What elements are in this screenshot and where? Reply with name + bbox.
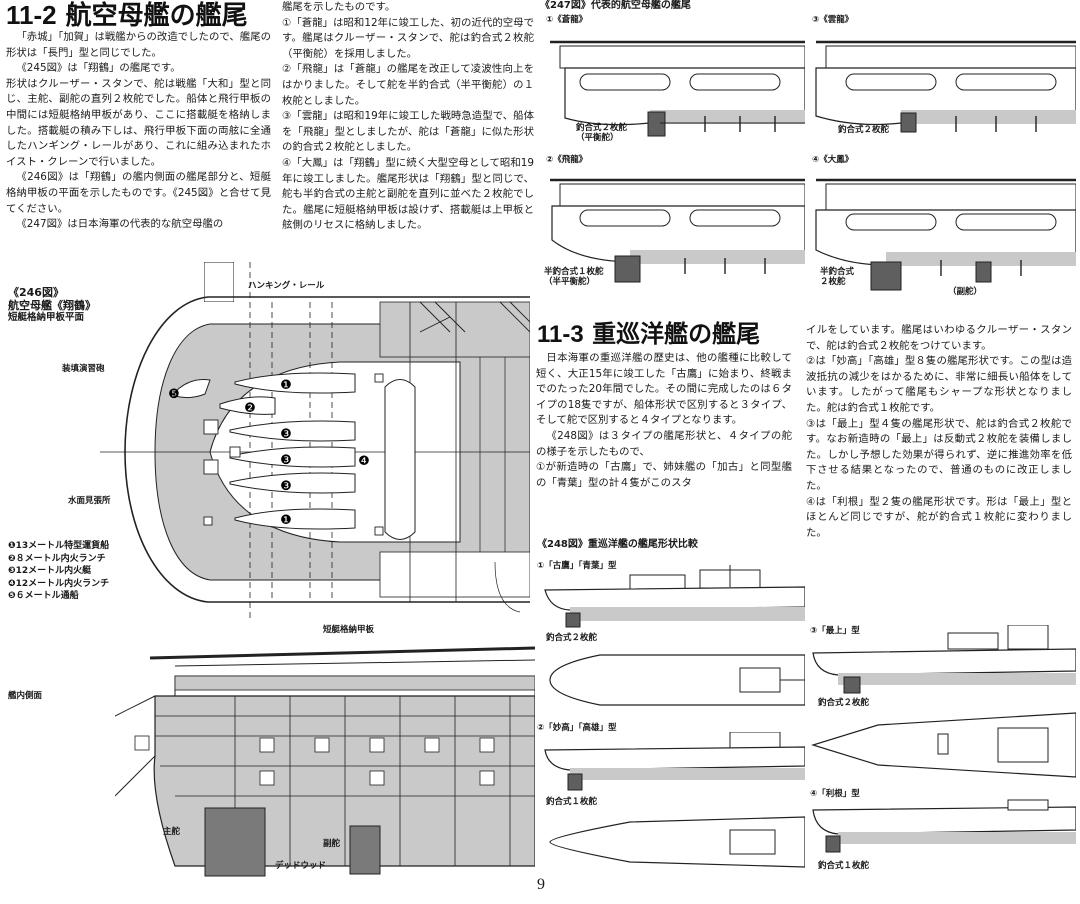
fig248-cruiser-furutaka-plan [549, 654, 805, 706]
boat-mark: ❶ [280, 378, 292, 393]
fig248-cruiser-myoko-plan [549, 816, 805, 868]
fig248-rudder-4: 釣合式１枚舵 [818, 861, 870, 871]
middle-body: 艦尾を示したものです。 ①「蒼龍」は昭和12年に竣工した、初の近代的空母です。艦… [282, 0, 534, 234]
boat-mark: ❺ [168, 387, 180, 402]
fig248-cruiser-myoko-side [544, 732, 805, 791]
fig247-rudder-1: 釣合式２枚舵 （平衡舵） [576, 123, 628, 144]
section-number: 11-2 [6, 0, 57, 30]
fig248-title: 《248図》重巡洋艦の艦尾形状比較 [537, 539, 698, 550]
section-heading: 重巡洋艦の艦尾 [592, 320, 761, 348]
paragraph: 日本海軍の重巡洋艦の歴史は、他の艦種に比較して短く、大正15年に竣工した「古鷹」… [536, 352, 792, 427]
rudder-type: 釣合式２枚舵 [576, 123, 628, 133]
paragraph: 形状はクルーザー・スタンで、舵は戦艦「大和」型と同じ、主舵、副舵の直列２枚舵でし… [6, 77, 271, 168]
fig248-cruiser-furutaka-side [544, 565, 805, 628]
legend-item: ❷８メートル内火ランチ [8, 553, 106, 564]
paragraph: ③は「最上」型４隻の艦尾形状で、舵は釣合式２枚舵です。なお新造時の「最上」は反動… [806, 417, 1072, 492]
fig248-rudder-3: 釣合式２枚舵 [818, 698, 870, 708]
fig248-cruiser-mogami-plan [810, 712, 1076, 778]
fig248-rudder-2: 釣合式１枚舵 [546, 797, 598, 807]
fig248-label-1: ①「古鷹」「青葉」型 [537, 561, 617, 571]
right-body-col2: イルをしています。艦尾はいわゆるクルーザー・スタンで、舵は釣合式２枚舵をつけてい… [806, 323, 1072, 541]
paragraph: 《245図》は「翔鶴」の艦尾です。 [16, 62, 181, 75]
section-heading: 航空母艦の艦尾 [65, 1, 248, 31]
fig247-rudder-4: 半釣合式 ２枚舵 [820, 267, 855, 288]
page-number: 9 [537, 876, 545, 893]
fig246-title: 航空母艦《翔鶴》 [8, 299, 96, 313]
fig248-cruiser-tone-side [812, 799, 1076, 853]
rudder-type-alt: （平衡舵） [576, 132, 619, 143]
fig247-rudder-3: 釣合式２枚舵 [838, 125, 890, 135]
legend-item: ❸12メートル内火艇 [8, 566, 92, 576]
label-water-lookout: 水面見張所 [68, 496, 111, 506]
boat-mark: ❹ [358, 454, 370, 469]
label-boat-deck: 短艇格納甲板 [323, 625, 375, 635]
rudder-type-alt: ２枚舵 [820, 276, 846, 287]
fig248-cruiser-mogami-side [812, 625, 1076, 694]
paragraph: 《247図》は日本海軍の代表的な航空母艦の [16, 218, 224, 231]
fig247-label-3: ③《雲龍》 [812, 15, 854, 25]
section-number: 11-3 [537, 321, 584, 348]
rudder-type: 半釣合式 [820, 267, 855, 277]
boat-mark: ❸ [280, 427, 292, 442]
section-title-11-2: 11-2 航空母艦の艦尾 [6, 2, 248, 29]
rudder-type-alt: （半平衡舵） [544, 276, 596, 287]
boat-mark: ❶ [280, 513, 292, 528]
rudder-type: 半釣合式１枚舵 [544, 267, 604, 277]
paragraph: ③「雲龍」は昭和19年に竣工した戦時急造型で、船体を「飛龍」型としましたが、舵は… [282, 110, 534, 154]
fig247-label-2: ②《飛龍》 [546, 155, 588, 165]
fig247-carrier-taiho [815, 178, 1076, 291]
fig247-label-4: ④《大鳳》 [812, 155, 854, 165]
legend-item: ❹12メートル内火ランチ [8, 578, 110, 589]
paragraph: ①「蒼龍」は昭和12年に竣工した、初の近代的空母です。艦尾はクルーザー・スタンで… [282, 16, 534, 60]
label-deadwood: デッドウッド [275, 861, 327, 871]
section-title-11-3: 11-3 重巡洋艦の艦尾 [537, 322, 760, 347]
fig246-side-view [115, 646, 535, 877]
paragraph: ④「大鳳」は「翔鶴」型に続く大型空母として昭和19年に竣工しました。艦尾形状は「… [282, 156, 534, 232]
fig248-label-4: ④「利根」型 [810, 789, 860, 799]
fig247-rudder-4-sub: （副舵） [948, 287, 983, 297]
label-hanging-rail: ハンキング・レール [248, 281, 325, 291]
fig247-carrier-unryu [815, 40, 1076, 133]
paragraph: ①が新造時の「古鷹」で、姉妹艦の「加古」と同型艦の「青葉」型の計４隻がこのスタ [536, 461, 792, 489]
legend-item: ❺６メートル通船 [8, 591, 79, 601]
fig247-title: 《247図》代表的航空母艦の艦尾 [540, 0, 691, 11]
fig247-label-1: ①《蒼龍》 [546, 15, 588, 25]
fig248-label-2: ②「妙高」「高雄」型 [537, 723, 617, 733]
label-main-rudder: 主舵 [163, 827, 181, 837]
paragraph: ④は「利根」型２隻の艦尾形状です。形は「最上」型とほとんど同じですが、舵が釣合式… [806, 495, 1072, 539]
fig246-number: 《246図》 [8, 286, 64, 299]
fig246-legend: ❶13メートル特型運貨船 ❷８メートル内火ランチ ❸12メートル内火艇 ❹12メ… [8, 540, 109, 603]
fig246-deck-plan: ❶ ❷ ❸ ❸ ❸ ❶ ❹ ❺ [100, 262, 530, 622]
label-loading-gun: 装填演習砲 [62, 364, 105, 374]
paragraph: ②「飛龍」は「蒼龍」の艦尾を改正して凌波性向上をはかりました。そして舵を半釣合式… [282, 63, 534, 107]
paragraph: 「赤城」「加賀」は戦艦からの改造でしたので、艦尾の形状は「長門」型と同じでした。 [6, 31, 271, 59]
boat-mark: ❸ [280, 479, 292, 494]
paragraph: 《248図》は３タイプの艦尾形状と、４タイプの舵の様子を示したもので、 [536, 429, 792, 458]
fig247-carrier-soryu [550, 40, 805, 137]
left-body: 「赤城」「加賀」は戦艦からの改造でしたので、艦尾の形状は「長門」型と同じでした。… [6, 30, 271, 233]
paragraph: 《246図》は「翔鶴」の艦内側面の艦尾部分と、短艇格納甲板の平面を示したものです… [6, 171, 271, 215]
legend-item: ❶13メートル特型運貨船 [8, 541, 110, 551]
fig248-rudder-1: 釣合式２枚舵 [546, 633, 598, 643]
fig246-subtitle: 短艇格納甲板平面 [8, 312, 85, 324]
right-body-col1: 日本海軍の重巡洋艦の歴史は、他の艦種に比較して短く、大正15年に竣工した「古鷹」… [536, 351, 792, 491]
paragraph: ②は「妙高」「高雄」型８隻の艦尾形状です。この型は造波抵抗の減少をはかるために、… [806, 355, 1072, 414]
label-sub-rudder: 副舵 [323, 839, 341, 849]
fig247-carrier-hiryu [550, 178, 805, 283]
paragraph: 艦尾を示したものです。 [282, 1, 396, 13]
fig246-bracket [204, 262, 234, 302]
paragraph: イルをしています。艦尾はいわゆるクルーザー・スタンで、舵は釣合式２枚舵をつけてい… [806, 324, 1072, 352]
fig248-label-3: ③「最上」型 [810, 626, 860, 636]
fig246-caption: 《246図》 航空母艦《翔鶴》 短艇格納甲板平面 [8, 286, 96, 324]
boat-mark: ❷ [244, 401, 256, 416]
boat-mark: ❸ [280, 453, 292, 468]
fig247-rudder-2: 半釣合式１枚舵 （半平衡舵） [544, 267, 604, 288]
label-internal-side: 艦内側面 [8, 691, 43, 701]
